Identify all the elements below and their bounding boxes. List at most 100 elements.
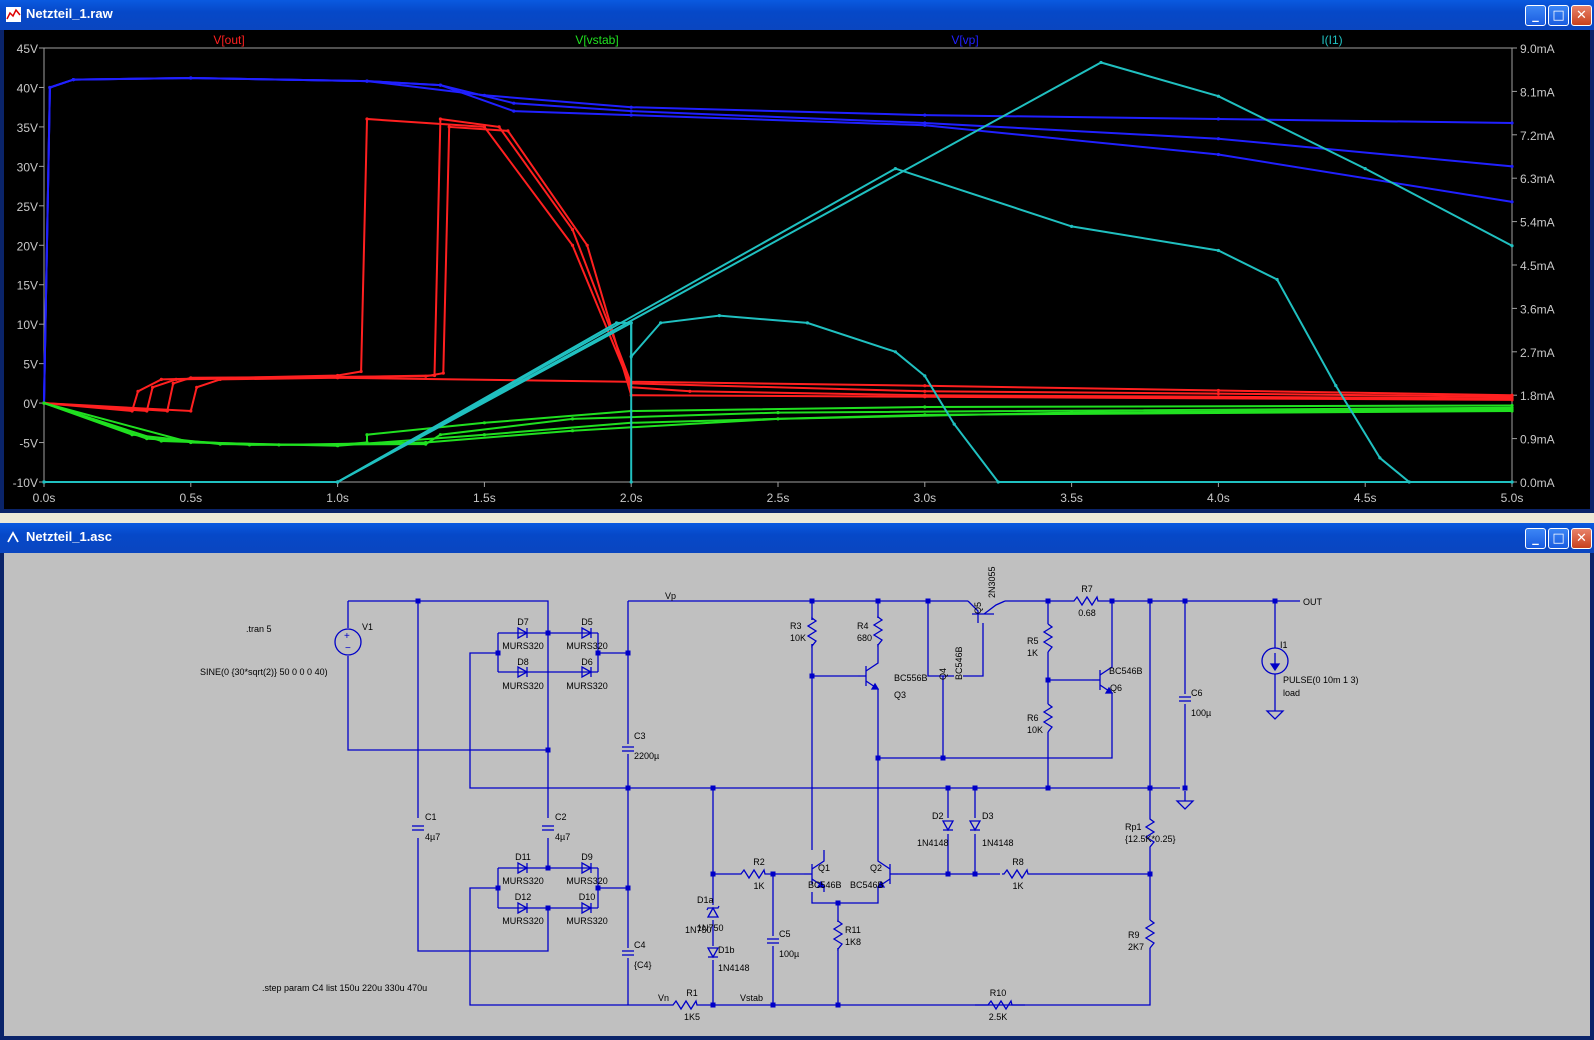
trace-point xyxy=(629,480,633,484)
trace-point xyxy=(923,384,927,388)
junction-dot xyxy=(809,673,815,679)
trace-I(I1)-step-2 xyxy=(44,314,1512,483)
voltage-source-V1[interactable]: +− xyxy=(334,628,362,656)
wire xyxy=(1000,948,1151,1006)
diode-D5[interactable] xyxy=(581,626,593,640)
legend-I(I1)[interactable]: I(I1) xyxy=(1321,33,1342,47)
resistor-R7[interactable] xyxy=(1072,595,1100,607)
resistor-R5[interactable] xyxy=(1042,623,1054,653)
transistor-Q3[interactable] xyxy=(858,658,880,694)
diode-D6[interactable] xyxy=(581,665,593,679)
wire xyxy=(878,708,1113,759)
diode-D1b[interactable] xyxy=(706,947,720,959)
resistor-R3[interactable] xyxy=(806,616,818,648)
transistor-Q4[interactable] xyxy=(934,675,954,698)
capacitor-C4[interactable] xyxy=(622,950,634,956)
trace-point xyxy=(996,480,1000,484)
capacitor-C6[interactable] xyxy=(1179,696,1191,702)
minimize-button[interactable]: _ xyxy=(1525,528,1546,549)
x-tick-label: 5.0s xyxy=(1501,491,1524,505)
resistor-R10[interactable] xyxy=(975,999,1025,1011)
junction-dot xyxy=(545,630,551,636)
junction-dot xyxy=(945,871,951,877)
resistor-value-R8: 1K xyxy=(1012,881,1023,891)
trace-point xyxy=(359,369,363,374)
net-label-vstab: Vstab xyxy=(740,993,763,1003)
capacitor-C5[interactable] xyxy=(767,938,779,944)
capacitor-ref-C6: C6 xyxy=(1191,688,1203,698)
trace-point xyxy=(1216,94,1220,98)
x-tick-label: 4.0s xyxy=(1207,491,1230,505)
trace-point xyxy=(42,401,46,405)
diode-value-D1b: 1N4148 xyxy=(718,963,750,973)
resistor-ref-R4: R4 xyxy=(857,621,869,631)
resistor-R11[interactable] xyxy=(832,919,844,951)
trace-point xyxy=(629,355,633,359)
diode-D1a[interactable] xyxy=(706,905,720,918)
trace-point xyxy=(42,480,46,484)
resistor-R4[interactable] xyxy=(872,615,884,647)
resistor-R9[interactable] xyxy=(1144,919,1156,949)
minimize-button[interactable]: _ xyxy=(1525,5,1546,26)
close-button[interactable]: ✕ xyxy=(1571,528,1592,549)
trace-point xyxy=(1510,121,1514,125)
resistor-Rp1[interactable] xyxy=(1144,818,1156,848)
waveform-plot[interactable]: V[out]V[vstab]V[vp]I(I1) 45V40V35V30V25V… xyxy=(4,30,1590,509)
trace-point xyxy=(1216,152,1220,157)
resistor-R6[interactable] xyxy=(1042,703,1054,733)
transistor-Q1[interactable] xyxy=(804,850,826,892)
trace-point xyxy=(570,227,575,232)
legend-V[vstab][interactable]: V[vstab] xyxy=(575,33,618,47)
trace-point xyxy=(1510,393,1514,397)
left-tick-label: 10V xyxy=(17,318,38,332)
diode-D7[interactable] xyxy=(517,626,529,640)
transistor-value-Q6: BC546B xyxy=(1109,666,1143,676)
current-source-extra-I1: load xyxy=(1283,688,1300,698)
capacitor-value-C5: 100µ xyxy=(779,949,799,959)
trace-point xyxy=(1510,244,1514,248)
transistor-Q2[interactable] xyxy=(876,850,898,892)
close-button[interactable]: ✕ xyxy=(1571,5,1592,26)
diode-D12[interactable] xyxy=(517,901,529,915)
resistor-R1[interactable] xyxy=(672,999,698,1011)
diode-ref-D6: D6 xyxy=(581,657,593,667)
diode-D9[interactable] xyxy=(581,861,593,875)
capacitor-C3[interactable] xyxy=(622,746,634,752)
plot-window-titlebar[interactable]: Netzteil_1.raw _ □ ✕ xyxy=(0,0,1594,30)
trace-point xyxy=(1216,117,1220,121)
resistor-ref-R3: R3 xyxy=(790,621,802,631)
diode-D10[interactable] xyxy=(581,901,593,915)
trace-V[out]-step-4 xyxy=(43,376,1513,413)
legend-V[vp][interactable]: V[vp] xyxy=(951,33,978,47)
diode-D2[interactable] xyxy=(941,820,955,832)
ground-symbol[interactable] xyxy=(1265,701,1285,720)
legend-V[out][interactable]: V[out] xyxy=(213,33,244,47)
trace-point xyxy=(1407,480,1411,484)
resistor-R2[interactable] xyxy=(740,868,766,880)
junction-dot xyxy=(1147,871,1153,877)
resistor-value-R4: 680 xyxy=(857,633,872,643)
resistor-R8[interactable] xyxy=(1002,868,1030,880)
diode-value-D11: MURS320 xyxy=(502,876,544,886)
diode-D3[interactable] xyxy=(968,820,982,832)
schematic-window-titlebar[interactable]: Netzteil_1.asc _ □ ✕ xyxy=(0,523,1594,553)
capacitor-C1[interactable] xyxy=(412,825,424,831)
trace-point xyxy=(923,405,927,409)
capacitor-C2[interactable] xyxy=(542,825,554,831)
transistor-Q6[interactable] xyxy=(1092,652,1114,708)
wire xyxy=(811,892,879,904)
transistor-Q5[interactable] xyxy=(967,600,1006,623)
current-source-I1[interactable] xyxy=(1261,647,1289,675)
ground-symbol[interactable] xyxy=(1175,791,1195,810)
diode-D8[interactable] xyxy=(517,665,529,679)
maximize-button[interactable]: □ xyxy=(1548,5,1569,26)
trace-point xyxy=(659,321,663,325)
trace-point xyxy=(424,374,428,378)
junction-dot xyxy=(595,885,601,891)
maximize-button[interactable]: □ xyxy=(1548,528,1569,549)
wire xyxy=(469,887,672,1006)
trace-point xyxy=(1378,456,1382,460)
diode-D11[interactable] xyxy=(517,861,529,875)
transistor-ref-Q1: Q1 xyxy=(818,863,830,873)
